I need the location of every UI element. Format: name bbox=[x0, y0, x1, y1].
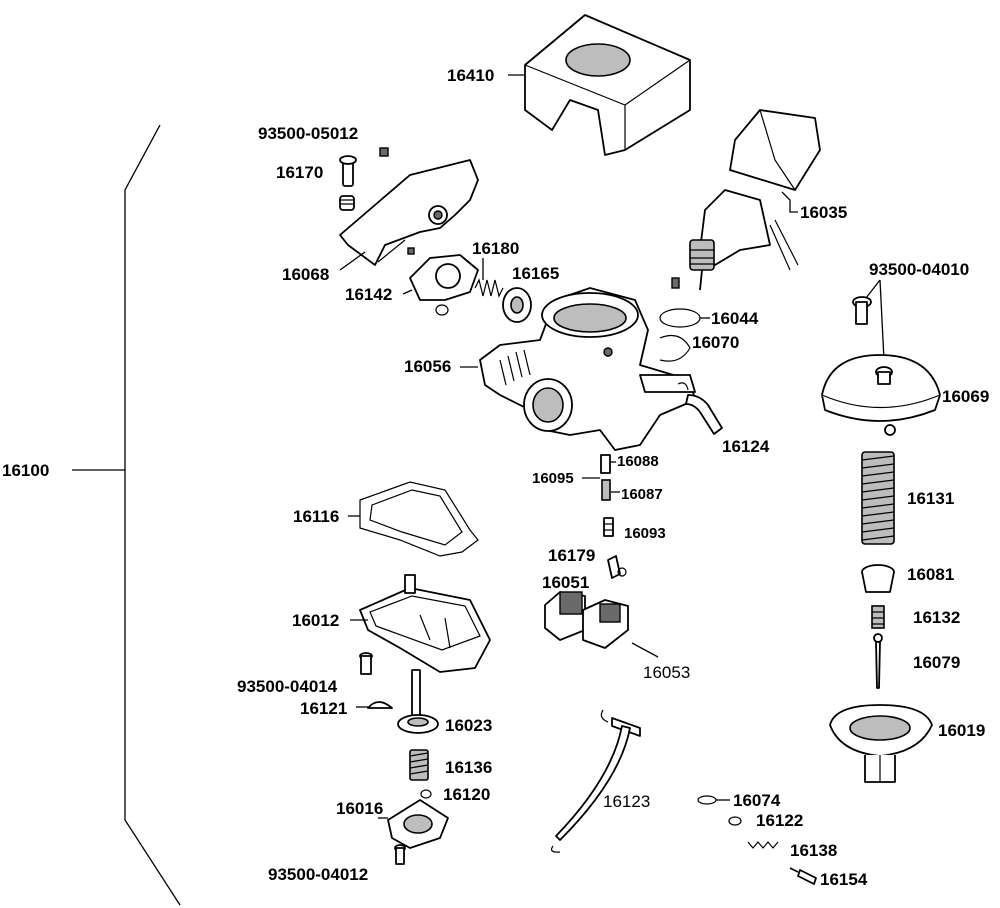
label-16051: 16051 bbox=[542, 573, 590, 592]
label-16012: 16012 bbox=[292, 611, 340, 630]
part-16132-clip bbox=[871, 605, 885, 629]
part-16179-clip bbox=[607, 555, 627, 579]
label-16056: 16056 bbox=[404, 357, 452, 376]
part-16120-oring bbox=[420, 789, 432, 799]
label-16019: 16019 bbox=[938, 721, 986, 740]
part-16124-hose bbox=[677, 382, 723, 435]
label-16170: 16170 bbox=[276, 163, 324, 182]
label-16154: 16154 bbox=[820, 870, 868, 889]
part-16023-valve bbox=[397, 669, 439, 734]
label-93500-04012: 93500-04012 bbox=[268, 865, 369, 884]
part-16051-float bbox=[544, 591, 629, 649]
label-16123: 16123 bbox=[603, 792, 651, 811]
part-16170-screw bbox=[339, 147, 389, 211]
part-93500-04010-screw bbox=[852, 279, 885, 361]
part-16138-spring bbox=[747, 841, 779, 849]
label-16124: 16124 bbox=[722, 437, 770, 456]
part-16070-clamp bbox=[659, 335, 691, 362]
label-16142: 16142 bbox=[345, 285, 393, 304]
part-16035-valve bbox=[671, 109, 821, 291]
label-16410: 16410 bbox=[447, 66, 495, 85]
label-16023: 16023 bbox=[445, 716, 493, 735]
part-16088-jet bbox=[600, 454, 616, 474]
part-16410-cover bbox=[508, 14, 691, 156]
label-16116: 16116 bbox=[293, 507, 340, 526]
part-16069-cap bbox=[821, 354, 941, 436]
label-16044: 16044 bbox=[711, 309, 759, 328]
label-16016: 16016 bbox=[336, 799, 384, 818]
group-bracket bbox=[72, 124, 181, 906]
part-93500-04014-screw bbox=[359, 652, 373, 675]
label-16087: 16087 bbox=[621, 486, 663, 503]
part-16044-oring bbox=[659, 308, 710, 328]
part-16131-spring bbox=[861, 451, 895, 545]
label-16035: 16035 bbox=[800, 203, 848, 222]
part-16165-diaphragm bbox=[502, 287, 532, 323]
label-16132: 16132 bbox=[913, 608, 961, 627]
label-16100: 16100 bbox=[2, 461, 50, 480]
part-16116-gasket bbox=[348, 481, 479, 557]
part-16068-bracket bbox=[339, 159, 479, 271]
part-16122-oring bbox=[728, 816, 742, 826]
label-16068: 16068 bbox=[282, 265, 330, 284]
label-16131: 16131 bbox=[907, 489, 955, 508]
label-16053: 16053 bbox=[643, 663, 691, 682]
label-16136: 16136 bbox=[445, 758, 493, 777]
label-16081: 16081 bbox=[907, 565, 955, 584]
part-16136-spring bbox=[409, 749, 429, 781]
label-16088: 16088 bbox=[617, 453, 659, 470]
label-16074: 16074 bbox=[733, 791, 781, 810]
part-16180-spring bbox=[474, 258, 504, 298]
part-16019-piston bbox=[829, 704, 933, 783]
label-93500-04014: 93500-04014 bbox=[237, 677, 338, 696]
part-16079-needle bbox=[873, 633, 883, 689]
part-16074-washer bbox=[697, 795, 730, 805]
part-16093-jet bbox=[603, 517, 614, 537]
label-16095: 16095 bbox=[532, 470, 574, 487]
part-16056-body bbox=[460, 287, 696, 451]
label-16165: 16165 bbox=[512, 264, 560, 283]
part-16053-pin bbox=[631, 642, 659, 658]
label-16180: 16180 bbox=[472, 239, 520, 258]
label-16138: 16138 bbox=[790, 841, 838, 860]
label-16179: 16179 bbox=[548, 546, 596, 565]
label-16121: 16121 bbox=[300, 699, 348, 718]
part-93500-04012-screw bbox=[394, 844, 406, 865]
part-16087-jet bbox=[601, 479, 620, 501]
label-93500-04010: 93500-04010 bbox=[869, 260, 970, 279]
part-16123-hose bbox=[550, 709, 641, 853]
label-93500-05012: 93500-05012 bbox=[258, 124, 359, 143]
label-16069: 16069 bbox=[942, 387, 990, 406]
part-16154-screw bbox=[789, 867, 817, 885]
part-16081-retainer bbox=[861, 564, 895, 593]
label-16120: 16120 bbox=[443, 785, 491, 804]
part-16016-cover bbox=[378, 799, 449, 849]
part-16121-cap bbox=[356, 701, 393, 709]
label-16093: 16093 bbox=[624, 525, 666, 542]
label-16070: 16070 bbox=[692, 333, 740, 352]
label-16122: 16122 bbox=[756, 811, 804, 830]
part-16142-plate bbox=[402, 247, 479, 316]
part-16012-bowl bbox=[350, 574, 491, 673]
label-16079: 16079 bbox=[913, 653, 961, 672]
